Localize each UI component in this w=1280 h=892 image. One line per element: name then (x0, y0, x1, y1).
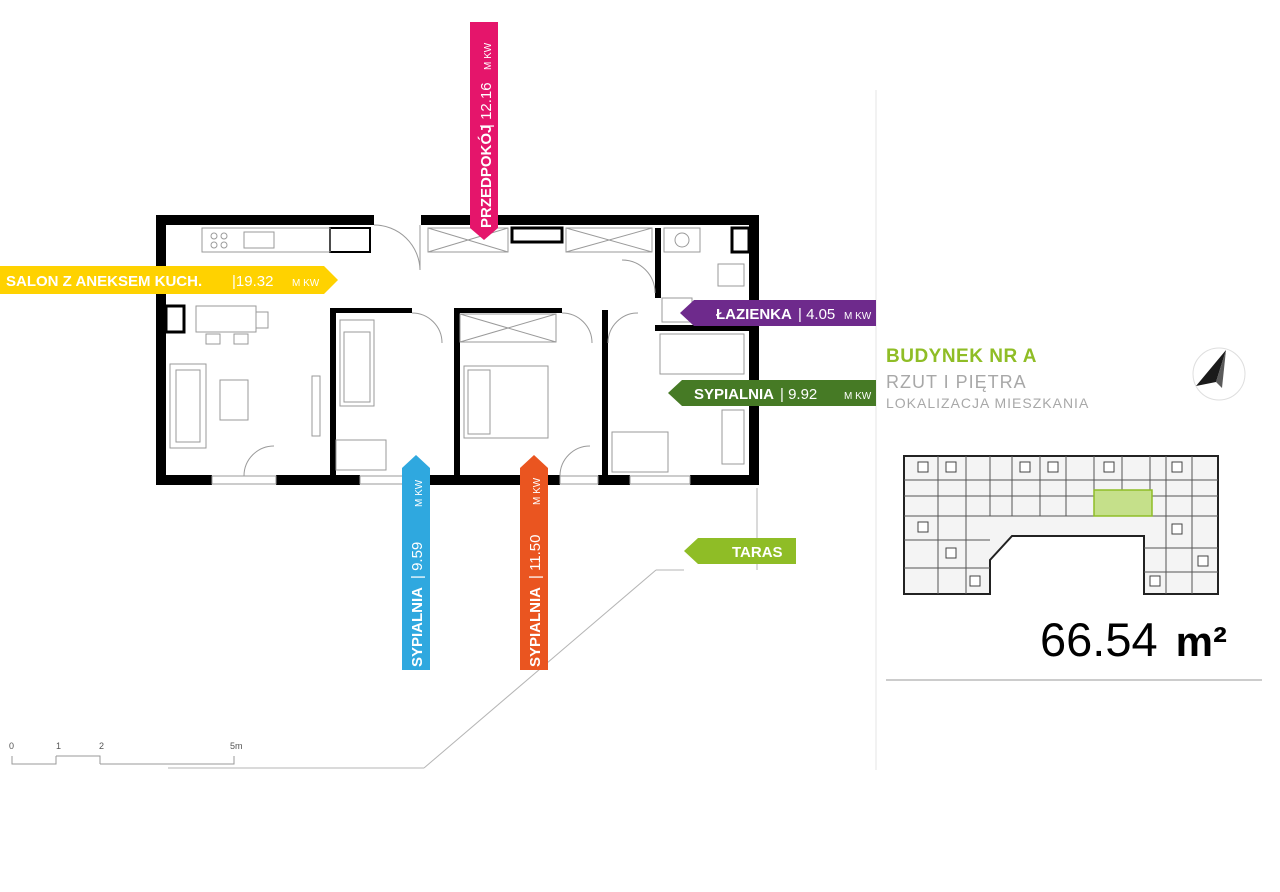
lazienka-label: ŁAZIENKA | 4.05 M KW (680, 300, 876, 326)
sypialnia-2-name: SYPIALNIA (409, 587, 426, 667)
sypialnia-2-area: | 9.59 (409, 542, 426, 579)
salon-name: SALON Z ANEKSEM KUCH. (6, 273, 202, 290)
scale-label-2: 2 (99, 741, 104, 751)
przedpokoj-name: PRZEDPOKÓJ (477, 125, 495, 228)
sypialnia-2-label: SYPIALNIA | 9.59 M KW (402, 455, 430, 670)
przedpokoj-area: | 12.16 (478, 82, 495, 128)
lazienka-name: ŁAZIENKA (716, 306, 792, 323)
total-area-unit: m² (1175, 618, 1227, 665)
sypialnia-3-label: SYPIALNIA | 11.50 M KW (520, 455, 548, 670)
salon-unit: M KW (292, 278, 320, 289)
compass-arrow-icon (1192, 347, 1246, 401)
windows (211, 475, 691, 485)
taras-label: TARAS (684, 538, 796, 564)
sypialnia-2-unit: M KW (414, 479, 425, 507)
furniture (169, 227, 745, 473)
outer-walls (156, 215, 759, 485)
scale-label-0: 0 (9, 741, 14, 751)
sypialnia-3-name: SYPIALNIA (527, 587, 544, 667)
scale-label-5m: 5m (230, 741, 243, 751)
sypialnia-1-area: | 9.92 (780, 386, 817, 403)
interior-walls (164, 226, 751, 475)
sypialnia-1-unit: M KW (844, 391, 872, 402)
scale-label-1: 1 (56, 741, 61, 751)
total-area: 66.54 m² (1040, 612, 1227, 667)
sypialnia-3-unit: M KW (532, 477, 543, 505)
total-area-value: 66.54 (1040, 613, 1158, 666)
door-swings (243, 224, 656, 477)
lazienka-area: | 4.05 (798, 306, 835, 323)
taras-name: TARAS (732, 544, 783, 561)
building-key-plan (903, 455, 1219, 595)
salon-area: |19.32 (232, 273, 273, 290)
przedpokoj-unit: M KW (483, 42, 494, 70)
sypialnia-1-label: SYPIALNIA | 9.92 M KW (668, 380, 876, 406)
apartment-location-highlight (1093, 489, 1153, 517)
lazienka-unit: M KW (844, 311, 872, 322)
sypialnia-1-name: SYPIALNIA (694, 386, 774, 403)
salon-label: SALON Z ANEKSEM KUCH. |19.32 M KW (0, 266, 338, 294)
location-title: LOKALIZACJA MIESZKANIA (886, 395, 1090, 411)
scale-bar: 0 1 2 5m (9, 741, 243, 765)
building-title: BUDYNEK NR A (886, 346, 1037, 367)
floor-title: RZUT I PIĘTRA (886, 372, 1027, 392)
przedpokoj-label: PRZEDPOKÓJ | 12.16 M KW (470, 22, 498, 240)
sypialnia-3-area: | 11.50 (527, 535, 544, 580)
